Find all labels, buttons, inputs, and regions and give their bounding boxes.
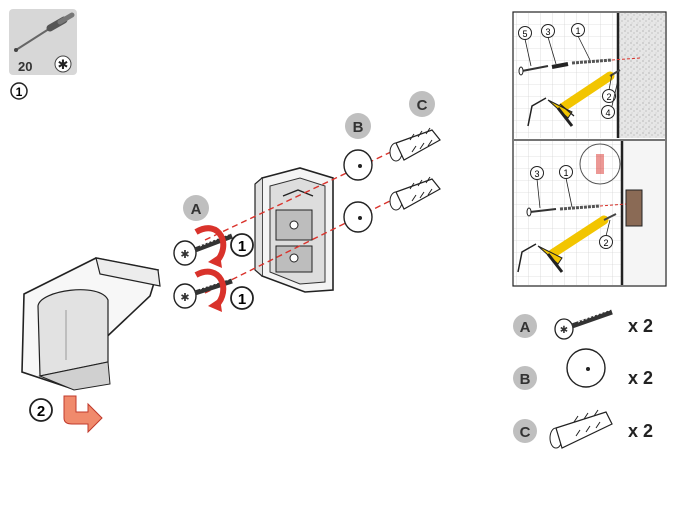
alignment-lines (204, 141, 413, 294)
svg-text:A: A (191, 201, 202, 218)
svg-text:4: 4 (605, 108, 610, 118)
part-b-badge-main: B (345, 113, 371, 139)
svg-text:✱: ✱ (180, 249, 189, 261)
rotation-arrow-lower (194, 268, 227, 312)
washer-icon (566, 348, 606, 388)
inset-top-caulking-gun (527, 69, 621, 127)
svg-text:5: 5 (522, 29, 527, 39)
screw-icon: ✱ (554, 309, 613, 340)
svg-text:x 2: x 2 (628, 316, 653, 336)
wall-plug-c-upper (389, 127, 441, 162)
svg-text:B: B (520, 371, 531, 388)
svg-text:1: 1 (16, 85, 23, 99)
inset-top-screw (518, 57, 641, 76)
wooden-stud (625, 189, 643, 227)
inset-top-callouts: 5 3 1 2 4 (518, 23, 619, 119)
svg-text:C: C (417, 97, 428, 114)
svg-text:1: 1 (238, 291, 246, 308)
svg-text:x 2: x 2 (628, 421, 653, 441)
step-2-badge: 2 (29, 398, 53, 422)
svg-text:A: A (520, 319, 531, 336)
wall-plug-icon (549, 409, 613, 449)
svg-text:x 2: x 2 (628, 368, 653, 388)
svg-text:2: 2 (606, 92, 611, 102)
washer-b-upper (343, 149, 373, 181)
step-1-badge-lower: 1 (230, 286, 254, 310)
washer-b-lower (343, 201, 373, 233)
inset-bottom-screw (526, 203, 627, 217)
part-a-badge-main: A (183, 195, 209, 221)
screw-a-lower: ✱ (173, 278, 233, 309)
svg-text:3: 3 (534, 169, 539, 179)
svg-text:1: 1 (563, 168, 568, 178)
push-arrow-icon (63, 395, 103, 434)
svg-text:✱: ✱ (180, 292, 189, 304)
parts-list-row-b: B x 2 (513, 348, 653, 390)
wall-bracket (254, 167, 334, 293)
screwdriver-icon (14, 12, 75, 52)
torx-star-icon: ✱ (54, 55, 72, 73)
svg-text:3: 3 (545, 27, 550, 37)
rotation-arrow-upper (194, 225, 227, 268)
svg-text:2: 2 (603, 238, 608, 248)
step-1-badge-tool: 1 (10, 82, 28, 100)
inset-bottom-caulking-gun (517, 213, 617, 273)
screw-a-upper: ✱ (173, 233, 233, 266)
torx-tool-panel: 20 ✱ (9, 9, 77, 75)
part-c-badge-main: C (409, 91, 435, 117)
svg-text:✱: ✱ (560, 325, 568, 336)
svg-text:1: 1 (238, 238, 246, 255)
inset-bottom-callouts: 3 1 2 (530, 165, 613, 249)
wall-plug-c-lower (389, 176, 441, 211)
svg-text:✱: ✱ (58, 57, 69, 72)
svg-text:1: 1 (575, 26, 580, 36)
inset-detail-panel: 5 3 1 2 4 3 1 2 (512, 11, 667, 287)
shower-holder (21, 257, 161, 391)
parts-list-row-c: C x 2 (513, 409, 653, 449)
step-1-badge-upper: 1 (230, 233, 254, 257)
parts-list: A ✱ x 2 B x 2 C (513, 309, 653, 449)
torx-size-label: 20 (18, 59, 32, 74)
svg-text:2: 2 (37, 403, 45, 420)
svg-text:C: C (520, 424, 531, 441)
svg-text:B: B (353, 119, 364, 136)
parts-list-row-a: A ✱ x 2 (513, 309, 653, 340)
